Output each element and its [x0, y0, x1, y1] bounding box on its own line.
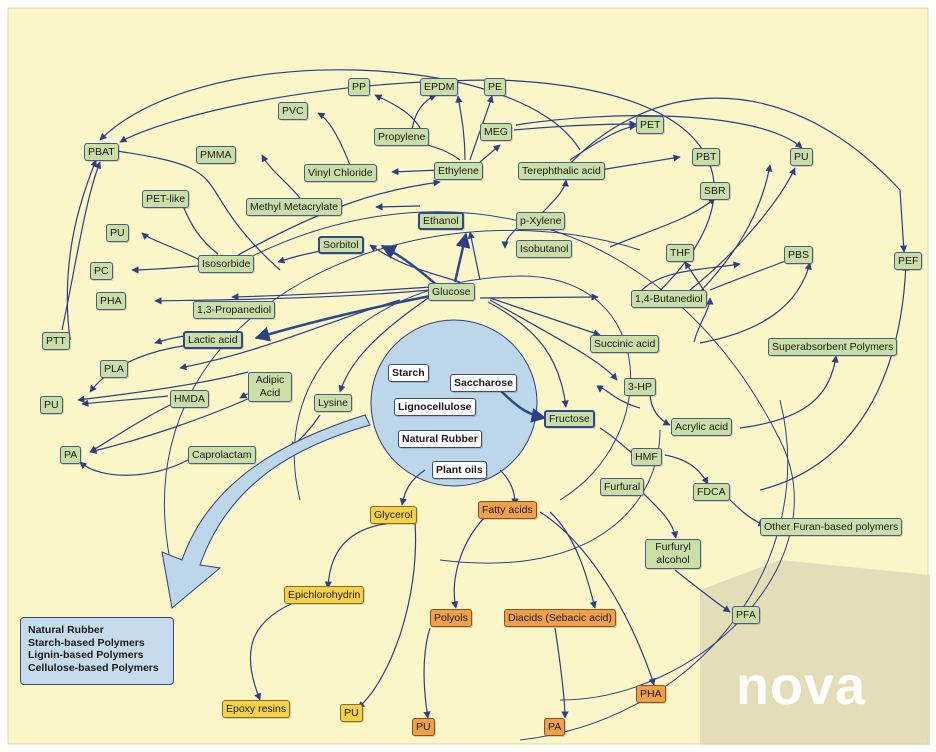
- node-fructose: Fructose: [544, 410, 595, 428]
- node-succinic-acid: Succinic acid: [590, 335, 660, 353]
- summary-line: Starch-based Polymers: [28, 636, 145, 649]
- node-pvc: PVC: [278, 102, 308, 120]
- node-pfa: PFA: [732, 606, 760, 624]
- node-adipic-acid: Adipic Acid: [248, 372, 292, 402]
- node-pet-like: PET-like: [142, 190, 190, 208]
- node-propanediol: 1,3-Propanediol: [193, 301, 276, 319]
- node-pa-bottom: PA: [544, 718, 566, 736]
- node-pu-mid: PU: [40, 396, 63, 414]
- node-pc: PC: [90, 262, 113, 280]
- node-sbr: SBR: [700, 182, 730, 200]
- node-pla: PLA: [100, 360, 128, 378]
- node-pu-bottom: PU: [412, 718, 435, 736]
- nova-logo: nova: [736, 656, 867, 716]
- node-glycerol: Glycerol: [370, 506, 417, 524]
- summary-box: Natural Rubber Starch-based Polymers Lig…: [20, 617, 174, 685]
- feedstock-natural-rubber: Natural Rubber: [398, 430, 482, 448]
- node-pbt: PBT: [692, 148, 721, 166]
- feedstock-lignocellulose: Lignocellulose: [394, 398, 476, 416]
- summary-line: Natural Rubber: [28, 624, 104, 636]
- node-glucose: Glucose: [428, 283, 475, 301]
- node-3hp: 3-HP: [624, 378, 656, 396]
- node-isobutanol: Isobutanol: [516, 240, 573, 258]
- node-superabsorbent: Superabsorbent Polymers: [768, 338, 898, 356]
- node-ptt: PTT: [42, 332, 70, 350]
- node-p-xylene: p-Xylene: [516, 212, 566, 230]
- feedstock-plant-oils: Plant oils: [432, 461, 487, 479]
- node-furfuryl-alcohol: Furfuryl alcohol: [645, 539, 701, 569]
- node-ethanol: Ethanol: [418, 212, 464, 230]
- node-lactic-acid: Lactic acid: [183, 331, 243, 349]
- nova-logo-shape: [700, 560, 930, 745]
- node-pbs: PBS: [784, 246, 814, 264]
- summary-line: Lignin-based Polymers: [28, 649, 144, 661]
- node-pu-left: PU: [106, 224, 129, 242]
- node-polyols: Polyols: [430, 609, 472, 627]
- node-methyl-metacrylate: Methyl Metacrylate: [246, 198, 343, 216]
- node-hmf: HMF: [631, 448, 662, 466]
- node-pbat: PBAT: [84, 143, 119, 161]
- feedstock-starch: Starch: [388, 364, 429, 382]
- node-sorbitol: Sorbitol: [318, 236, 364, 254]
- node-butanediol: 1,4-Butanediol: [631, 290, 707, 308]
- node-lysine: Lysine: [314, 394, 352, 412]
- node-hmda: HMDA: [170, 390, 209, 408]
- node-pmma: PMMA: [196, 146, 236, 164]
- node-pu-top: PU: [790, 148, 813, 166]
- node-terephthalic-acid: Terephthalic acid: [518, 162, 605, 180]
- node-pa-left: PA: [60, 446, 82, 464]
- node-epichlorohydrin: Epichlorohydrin: [284, 586, 365, 604]
- node-pha-bottom: PHA: [636, 685, 666, 703]
- node-pet: PET: [636, 116, 665, 134]
- node-pp: PP: [348, 78, 371, 96]
- node-acrylic-acid: Acrylic acid: [671, 418, 733, 436]
- node-fatty-acids: Fatty acids: [478, 501, 537, 519]
- node-pu-glycerol: PU: [340, 704, 363, 722]
- feedstock-saccharose: Saccharose: [450, 374, 517, 392]
- node-epoxy-resins: Epoxy resins: [222, 700, 291, 718]
- node-pef: PEF: [894, 252, 923, 270]
- node-thf: THF: [666, 244, 695, 262]
- node-epdm: EPDM: [420, 78, 459, 96]
- big-arrow: [161, 414, 371, 609]
- node-propylene: Propylene: [374, 128, 430, 146]
- node-caprolactam: Caprolactam: [188, 446, 256, 464]
- node-ethylene: Ethylene: [434, 162, 483, 180]
- node-pe: PE: [484, 78, 507, 96]
- node-diacids: Diacids (Sebacic acid): [504, 609, 616, 627]
- node-meg: MEG: [480, 123, 512, 141]
- node-other-furan: Other Furan-based polymers: [760, 518, 903, 536]
- node-pha-left: PHA: [96, 292, 126, 310]
- node-fdca: FDCA: [693, 483, 730, 501]
- summary-line: Cellulose-based Polymers: [28, 661, 159, 674]
- node-vinyl-chloride: Vinyl Chloride: [304, 164, 377, 182]
- node-isosorbide: Isosorbide: [198, 255, 255, 273]
- node-furfural: Furfural: [600, 478, 645, 496]
